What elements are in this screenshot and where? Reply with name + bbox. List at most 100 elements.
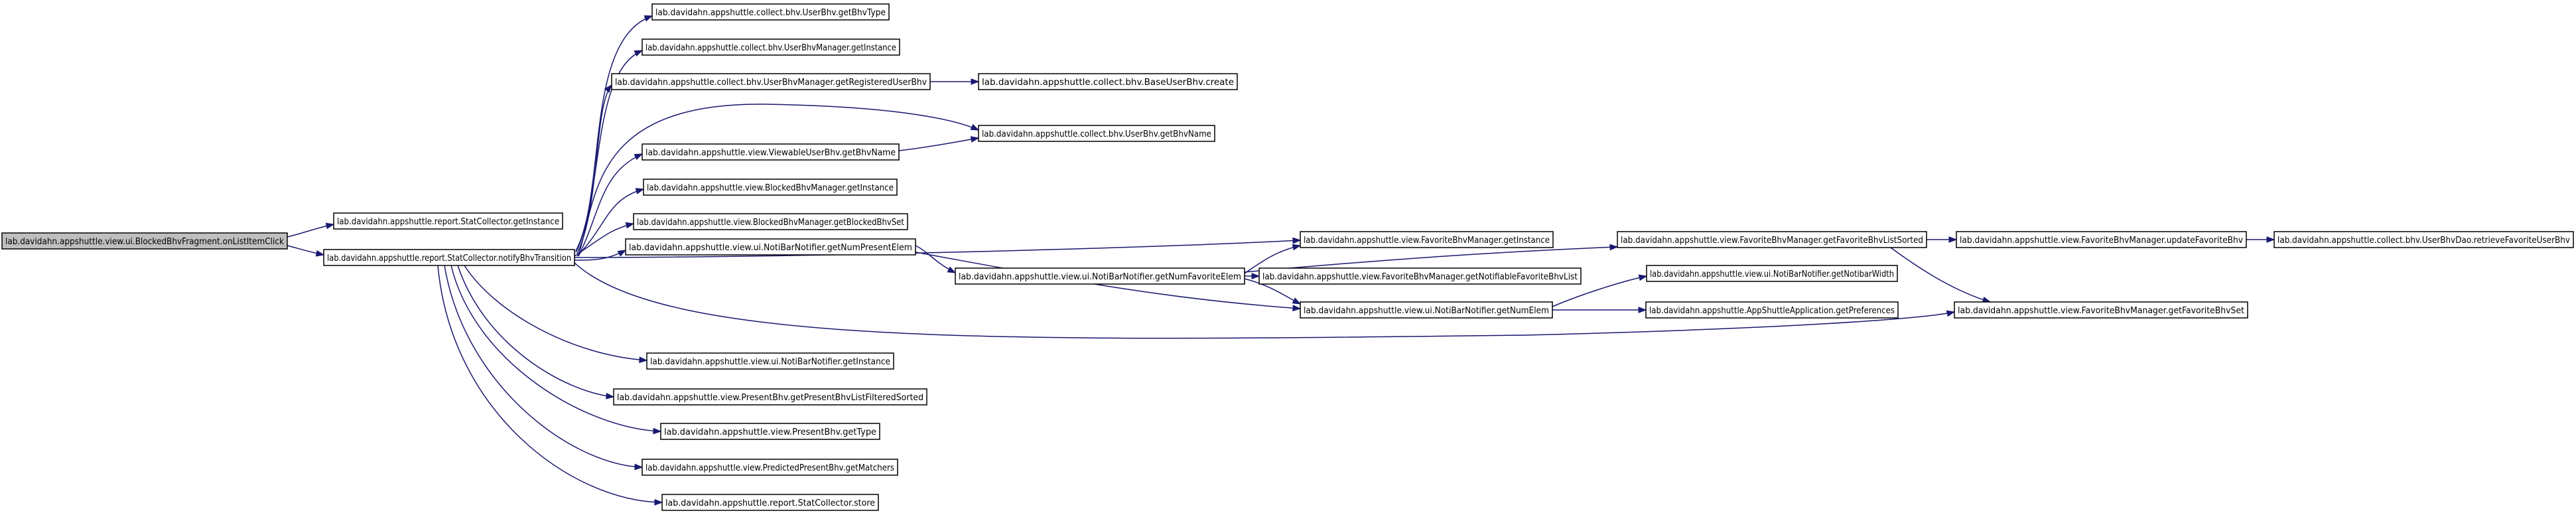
function-node[interactable]: lab.davidahn.appshuttle.view.PredictedPr… [642, 459, 898, 476]
function-node[interactable]: lab.davidahn.appshuttle.view.FavoriteBhv… [1956, 231, 2247, 248]
call-edge-line [464, 265, 647, 361]
function-node[interactable]: lab.davidahn.appshuttle.view.FavoriteBhv… [1258, 267, 1582, 285]
node-box [611, 73, 931, 90]
function-node[interactable]: lab.davidahn.appshuttle.view.ui.NotiBarN… [1300, 301, 1553, 319]
function-node[interactable]: lab.davidahn.appshuttle.view.ui.NotiBarN… [625, 238, 916, 256]
node-box [613, 388, 927, 406]
node-label: lab.davidahn.appshuttle.view.ui.NotiBarN… [650, 356, 890, 367]
edge-updateFavoriteBhv-to-retrieveFavoriteUserBhv [2246, 236, 2275, 243]
root-function-node[interactable]: lab.davidahn.appshuttle.view.ui.BlockedB… [1, 232, 288, 250]
call-edge-arrowhead [635, 188, 645, 194]
function-node[interactable]: lab.davidahn.appshuttle.AppShuttleApplic… [1645, 301, 1899, 319]
edge-getNumPresentElem-to-getNumElem [915, 252, 1302, 312]
node-label: lab.davidahn.appshuttle.view.ui.BlockedB… [5, 236, 284, 247]
node-box [642, 38, 900, 56]
call-edge-arrowhead [644, 15, 653, 22]
function-node[interactable]: lab.davidahn.appshuttle.collect.bhv.Base… [978, 73, 1238, 90]
function-node[interactable]: lab.davidahn.appshuttle.collect.bhv.User… [978, 125, 1215, 142]
node-label: lab.davidahn.appshuttle.view.ui.NotiBarN… [959, 271, 1241, 282]
node-box [955, 267, 1245, 285]
function-node[interactable]: lab.davidahn.appshuttle.view.ui.NotiBarN… [955, 267, 1245, 285]
edge-notifyBhvTransition-to-getMatchers [444, 265, 644, 471]
function-node[interactable]: lab.davidahn.appshuttle.view.PresentBhv.… [660, 423, 880, 440]
edge-viewableGetBhvName-to-userBhvGetBhvName [898, 136, 980, 151]
node-box [2273, 231, 2574, 248]
function-node[interactable]: lab.davidahn.appshuttle.view.FavoriteBhv… [1300, 231, 1554, 248]
function-node[interactable]: lab.davidahn.appshuttle.report.StatColle… [333, 212, 563, 230]
node-label: lab.davidahn.appshuttle.view.BlockedBhvM… [637, 217, 904, 228]
function-node[interactable]: lab.davidahn.appshuttle.view.ui.NotiBarN… [1646, 265, 1898, 282]
function-node[interactable]: lab.davidahn.appshuttle.view.PresentBhv.… [613, 388, 927, 406]
node-label: lab.davidahn.appshuttle.view.PresentBhv.… [617, 392, 923, 403]
node-label: lab.davidahn.appshuttle.collect.bhv.User… [615, 77, 927, 88]
node-box [646, 352, 894, 370]
call-edge-arrowhead [1609, 244, 1619, 251]
node-box [660, 423, 880, 440]
function-node[interactable]: lab.davidahn.appshuttle.report.StatColle… [323, 249, 575, 266]
call-edge-line [1552, 275, 1647, 307]
edge-getFavoriteBhvListSorted-to-getFavoriteBhvSet [1890, 247, 1992, 303]
edge-getNumFavoriteElem-to-favoriteManagerGetInstance [1244, 244, 1302, 274]
edge-getFavoriteBhvListSorted-to-updateFavoriteBhv [1927, 236, 1958, 243]
edge-notifyBhvTransition-to-getNumPresentElem [574, 250, 627, 261]
call-edge-arrowhead [634, 50, 644, 57]
node-box [1956, 231, 2247, 248]
function-node[interactable]: lab.davidahn.appshuttle.view.FavoriteBhv… [1617, 231, 1927, 248]
node-box [1645, 301, 1899, 319]
edge-getNumPresentElem-to-getNumFavoriteElem [915, 245, 957, 273]
edge-notifyBhvTransition-to-notiBarGetInstance [464, 265, 648, 364]
edge-getNumFavoriteElem-to-getFavoriteBhvListSorted [1244, 244, 1619, 273]
node-box [333, 212, 563, 230]
node-box [1258, 267, 1582, 285]
function-node[interactable]: lab.davidahn.appshuttle.view.FavoriteBhv… [1954, 301, 2248, 319]
node-box [1646, 265, 1898, 282]
node-box [651, 3, 890, 21]
call-edges [287, 15, 2275, 506]
edge-notifyBhvTransition-to-userBhvGetBhvName [578, 104, 980, 256]
node-label: lab.davidahn.appshuttle.report.StatColle… [665, 498, 875, 508]
node-box [1954, 301, 2248, 319]
edge-notifyBhvTransition-to-getBlockedBhvSet [574, 222, 635, 257]
function-node[interactable]: lab.davidahn.appshuttle.report.StatColle… [661, 494, 879, 511]
call-edge-arrowhead [654, 498, 663, 506]
node-box [633, 213, 908, 230]
node-box [1300, 301, 1553, 319]
node-box [642, 459, 898, 476]
function-node[interactable]: lab.davidahn.appshuttle.collect.bhv.User… [642, 38, 900, 56]
function-node[interactable]: lab.davidahn.appshuttle.collect.bhv.User… [611, 73, 931, 90]
function-node[interactable]: lab.davidahn.appshuttle.view.ui.NotiBarN… [646, 352, 894, 370]
call-edge-arrowhead [653, 427, 662, 435]
node-label: lab.davidahn.appshuttle.view.FavoriteBhv… [1621, 235, 1923, 246]
call-edge-arrowhead [971, 78, 980, 85]
call-edge-arrowhead [315, 250, 325, 257]
call-edge-arrowhead [617, 250, 627, 257]
function-node[interactable]: lab.davidahn.appshuttle.view.BlockedBhvM… [633, 213, 908, 230]
node-label: lab.davidahn.appshuttle.view.FavoriteBhv… [1262, 271, 1578, 282]
call-edge-line [576, 188, 644, 257]
node-label: lab.davidahn.appshuttle.view.FavoriteBhv… [1958, 305, 2244, 316]
call-edge-arrowhead [947, 266, 957, 273]
edge-notifyBhvTransition-to-blockedManagerGetInstance [576, 188, 645, 257]
edge-getNumFavoriteElem-to-getNumElem [1244, 278, 1302, 305]
edge-getRegisteredUserBhv-to-baseUserBhvCreate [930, 78, 980, 85]
node-label: lab.davidahn.appshuttle.report.StatColle… [337, 216, 559, 227]
call-edge-arrowhead [1948, 236, 1958, 243]
call-edge-arrowhead [604, 84, 612, 93]
call-edge-arrowhead [1251, 273, 1260, 279]
node-label: lab.davidahn.appshuttle.view.ui.NotiBarN… [1304, 305, 1549, 316]
call-edge-line [915, 252, 1301, 309]
call-edge-arrowhead [2266, 236, 2275, 243]
function-node[interactable]: lab.davidahn.appshuttle.view.ViewableUse… [642, 143, 900, 161]
node-label: lab.davidahn.appshuttle.view.FavoriteBhv… [1960, 235, 2243, 246]
function-node[interactable]: lab.davidahn.appshuttle.view.BlockedBhvM… [643, 179, 898, 196]
call-edge-line [1244, 246, 1618, 273]
node-label: lab.davidahn.appshuttle.report.StatColle… [327, 253, 571, 263]
call-edge-line [574, 240, 1301, 258]
node-label: lab.davidahn.appshuttle.collect.bhv.User… [982, 129, 1211, 139]
edge-notifyBhvTransition-to-getPresentBhvListFilteredSorted [457, 265, 615, 400]
edge-notifyBhvTransition-to-presentBhvGetType [450, 265, 662, 435]
function-node[interactable]: lab.davidahn.appshuttle.collect.bhv.User… [2273, 231, 2574, 248]
function-node[interactable]: lab.davidahn.appshuttle.collect.bhv.User… [651, 3, 890, 21]
edge-getNumElem-to-getNotibarWidth [1552, 274, 1648, 307]
